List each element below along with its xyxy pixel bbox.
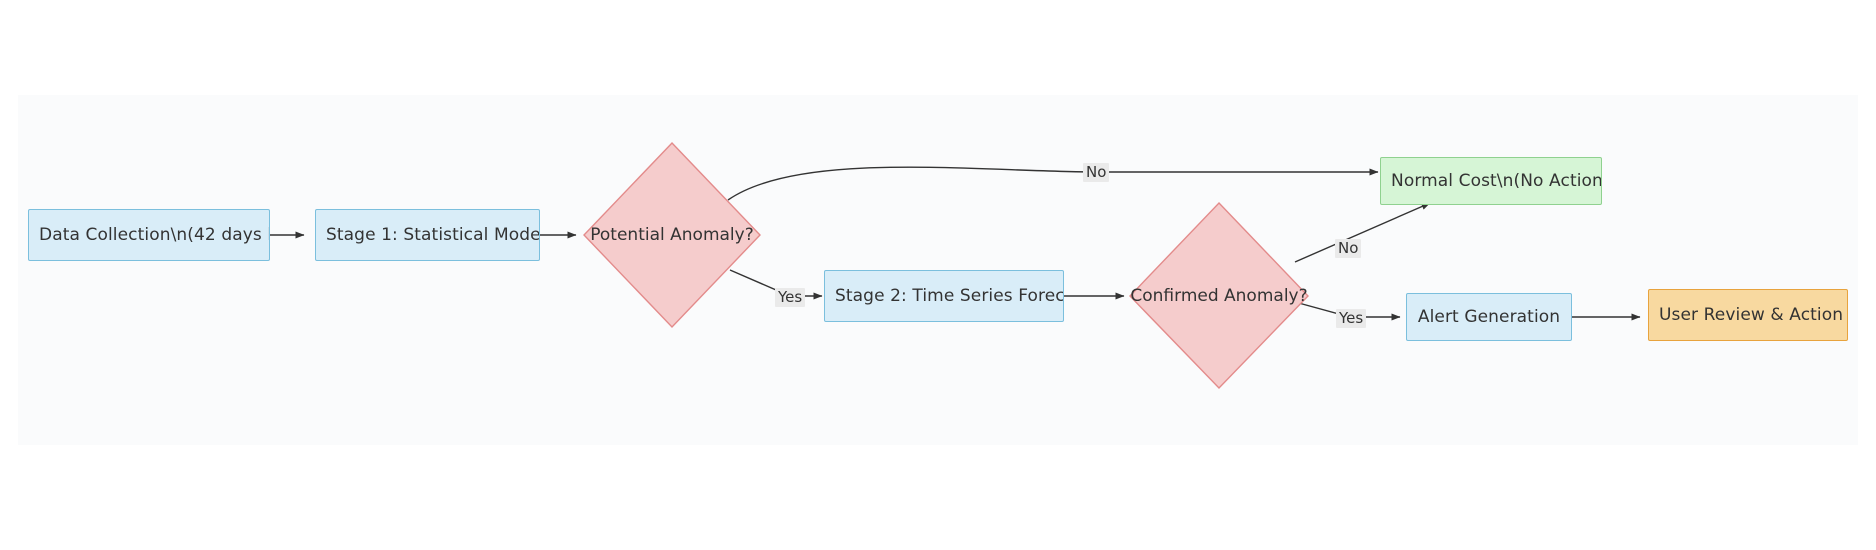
node-potential-anomaly[interactable]: Potential Anomaly?	[584, 143, 760, 327]
node-data-collection[interactable]: Data Collection\n(42 days hi	[28, 209, 270, 261]
node-alert-generation-label: Alert Generation	[1417, 307, 1561, 327]
node-stage-1[interactable]: Stage 1: Statistical Model	[315, 209, 540, 261]
node-stage-2-label: Stage 2: Time Series Foreca	[835, 286, 1063, 306]
node-normal-cost-label: Normal Cost\n(No Action)	[1391, 171, 1601, 191]
node-user-review[interactable]: User Review & Action	[1648, 289, 1848, 341]
node-confirmed-anomaly[interactable]: Confirmed Anomaly?	[1130, 203, 1308, 389]
node-data-collection-label: Data Collection\n(42 days hi	[39, 225, 269, 245]
node-stage-2[interactable]: Stage 2: Time Series Foreca	[824, 270, 1064, 322]
edge-confirmed-anomaly-to-normal-cost	[1294, 202, 1431, 263]
node-user-review-label: User Review & Action	[1659, 305, 1844, 325]
edge-label-potential-anomaly-no: No	[1083, 163, 1110, 183]
decision-shape-confirmed-anomaly[interactable]	[1129, 201, 1309, 390]
node-normal-cost[interactable]: Normal Cost\n(No Action)	[1380, 157, 1602, 205]
node-alert-generation[interactable]: Alert Generation	[1406, 293, 1572, 341]
node-confirmed-anomaly-label: Confirmed Anomaly?	[1130, 286, 1308, 306]
edge-label-confirmed-anomaly-no: No	[1335, 239, 1362, 259]
edge-label-confirmed-anomaly-yes: Yes	[1336, 309, 1367, 329]
edge-potential-anomaly-to-normal-cost	[727, 166, 1379, 201]
decision-shape-potential-anomaly[interactable]	[583, 141, 761, 329]
node-stage-1-label: Stage 1: Statistical Model	[326, 225, 539, 245]
node-potential-anomaly-label: Potential Anomaly?	[590, 225, 754, 245]
edge-label-potential-anomaly-yes: Yes	[775, 288, 806, 308]
